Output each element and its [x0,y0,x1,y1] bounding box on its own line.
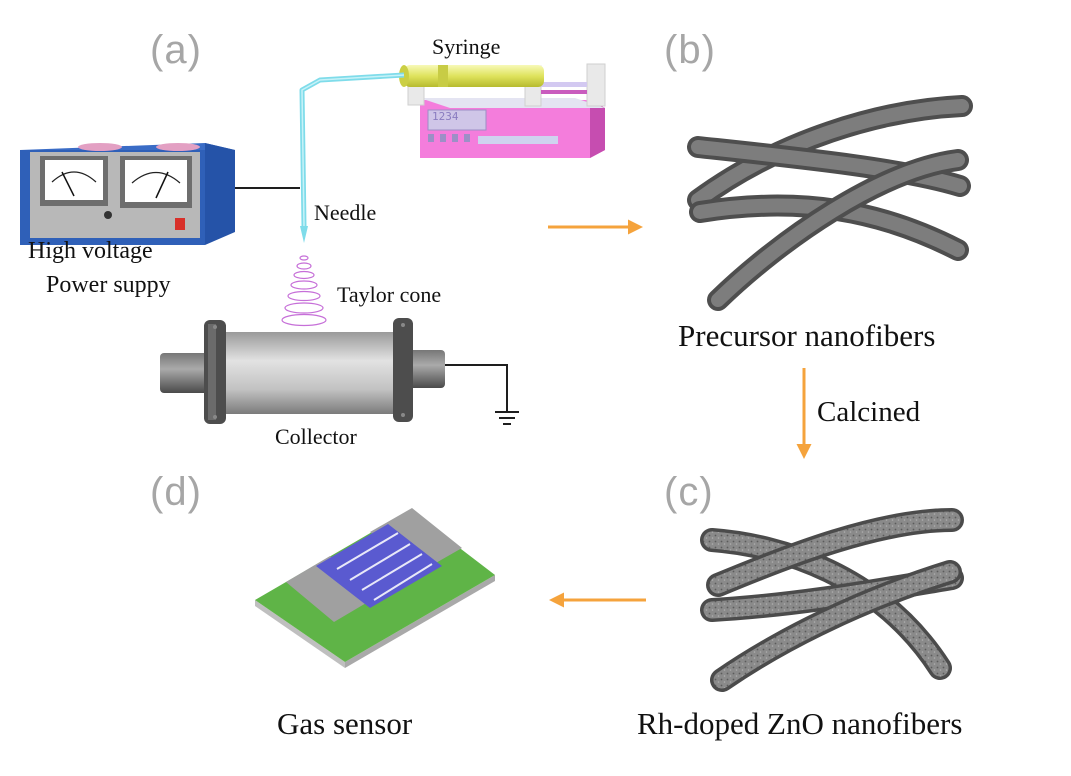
panel-label-c: (c) [664,470,714,514]
calcined-label: Calcined [817,396,921,428]
power-supply-label-line2: Power suppy [46,272,171,298]
pump-display-text: 1234 [432,110,459,123]
power-supply-label-line1: High voltage [28,238,153,264]
gas-sensor-label: Gas sensor [277,706,413,741]
taylor-cone-spiral [281,255,327,327]
needle [299,72,405,243]
power-supply [20,143,235,245]
panel-label-a: (a) [150,28,202,72]
rh-doped-nanofibers-label: Rh-doped ZnO nanofibers [637,706,963,741]
collector-drum [160,318,445,424]
rh-doped-nanofibers [700,508,964,692]
taylor-cone-label: Taylor cone [337,282,442,307]
precursor-nanofibers-label: Precursor nanofibers [678,318,936,353]
panel-label-d: (d) [150,470,202,514]
gas-sensor [255,508,495,668]
syringe-label: Syringe [432,34,501,59]
ground-icon [445,364,519,425]
precursor-nanofibers [687,95,973,311]
collector-label: Collector [275,424,357,449]
panel-label-b: (b) [664,28,716,72]
syringe-pump [399,63,606,158]
needle-label: Needle [314,200,377,225]
